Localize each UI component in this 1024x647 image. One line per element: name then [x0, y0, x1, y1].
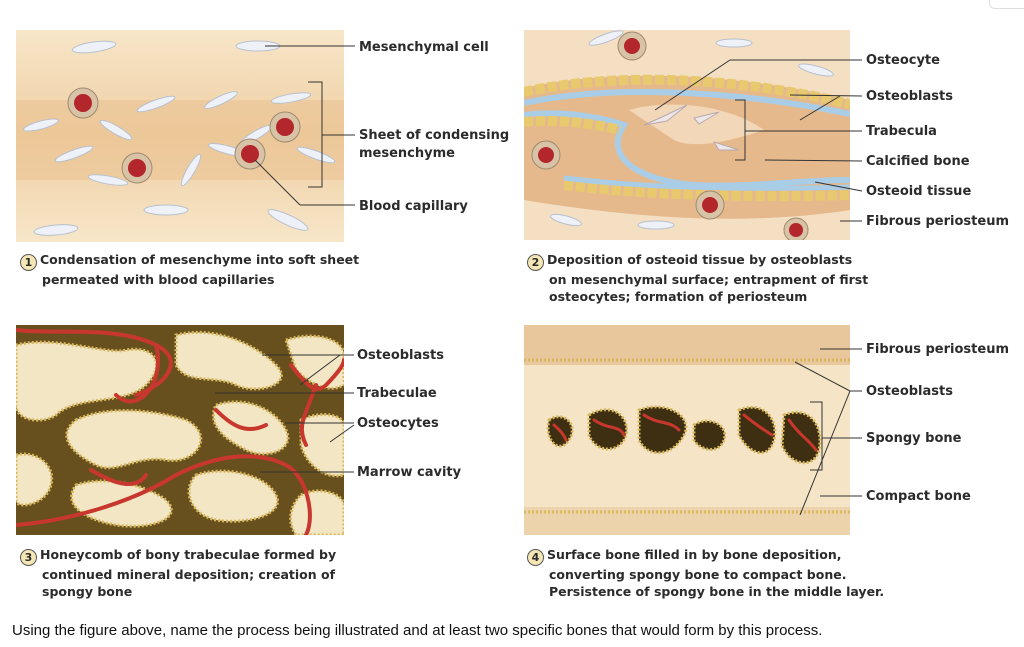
- label-spongy-bone: Spongy bone: [866, 431, 962, 446]
- caption-4-line-3: Persistence of spongy bone in the middle…: [549, 584, 885, 599]
- label-compact-bone: Compact bone: [866, 489, 971, 504]
- question-text: Using the figure above, name the process…: [12, 622, 823, 639]
- step-number-3: 3: [20, 549, 37, 566]
- label-osteocyte: Osteocyte: [866, 53, 940, 68]
- label-trabeculae: Trabeculae: [357, 386, 437, 401]
- label-mesenchyme: mesenchyme: [359, 146, 455, 161]
- caption-2-line-1: Deposition of osteoid tissue by osteobla…: [547, 252, 853, 267]
- caption-4-line-2: converting spongy bone to compact bone.: [549, 567, 847, 582]
- label-marrow-cavity: Marrow cavity: [357, 465, 462, 480]
- label-calcified-bone: Calcified bone: [866, 154, 970, 169]
- panel-2-illustration: [524, 30, 850, 240]
- step-number-1: 1: [20, 254, 37, 271]
- bony-trabeculae: [16, 330, 344, 535]
- label-osteoblasts-3: Osteoblasts: [357, 348, 444, 363]
- panel-4-illustration: [524, 325, 850, 535]
- label-osteoblasts-2: Osteoblasts: [866, 89, 953, 104]
- window-corner: [989, 0, 1024, 9]
- label-osteoid-tissue: Osteoid tissue: [866, 184, 972, 199]
- label-trabecula: Trabecula: [866, 124, 937, 139]
- blood-vessels-4: [552, 413, 818, 452]
- panel-3-illustration: [16, 325, 344, 535]
- caption-2-line-3: osteocytes; formation of periosteum: [549, 289, 808, 304]
- blood-capillaries: [67, 87, 301, 184]
- label-fibrous-periosteum-2: Fibrous periosteum: [866, 214, 1009, 229]
- label-osteoblasts-4: Osteoblasts: [866, 384, 953, 399]
- step-number-4: 4: [527, 549, 544, 566]
- caption-1-line-1: Condensation of mesenchyme into soft she…: [40, 252, 360, 267]
- osteoid-deposition-drawing: [524, 30, 850, 240]
- panel-1-illustration: [16, 30, 344, 242]
- label-osteocytes: Osteocytes: [357, 416, 439, 431]
- caption-4-line-1: Surface bone filled in by bone depositio…: [547, 547, 842, 562]
- caption-3-line-2: continued mineral deposition; creation o…: [42, 567, 336, 582]
- caption-3-line-3: spongy bone: [42, 584, 133, 599]
- mesenchymal-cells: [23, 40, 336, 236]
- label-blood-capillary: Blood capillary: [359, 199, 468, 214]
- label-fibrous-periosteum-4: Fibrous periosteum: [866, 342, 1009, 357]
- mesenchyme-sheet-drawing: [16, 30, 344, 242]
- osteocytes: [643, 104, 740, 151]
- label-mesenchymal-cell: Mesenchymal cell: [359, 40, 489, 55]
- step-number-2: 2: [527, 254, 544, 271]
- mesenchymal-cells-2: [550, 30, 834, 230]
- caption-2-line-2: on mesenchymal surface; entrapment of fi…: [549, 272, 869, 287]
- caption-1-line-2: permeated with blood capillaries: [42, 272, 275, 287]
- label-sheet-of-condensing: Sheet of condensing: [359, 128, 510, 143]
- spongy-bone-honeycomb-drawing: [16, 325, 344, 535]
- blood-capillaries-2: [531, 31, 809, 240]
- caption-3-line-1: Honeycomb of bony trabeculae formed by: [40, 547, 337, 562]
- compact-bone-drawing: [524, 325, 850, 535]
